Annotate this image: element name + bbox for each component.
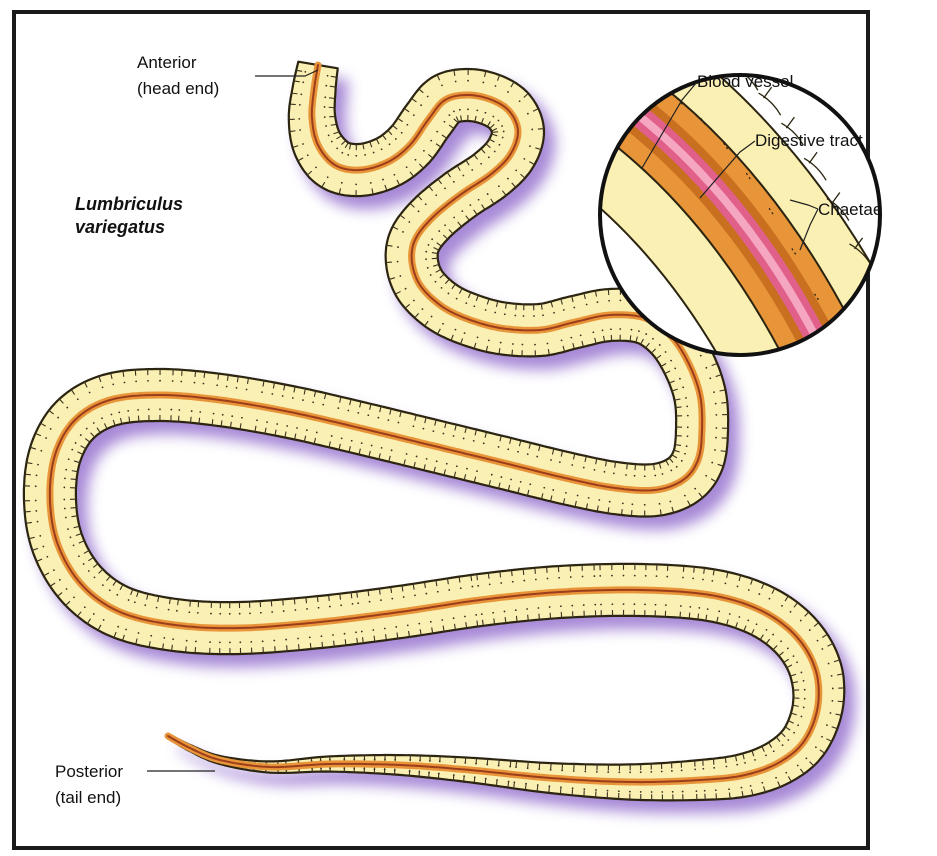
posterior-label: Posterior (tail end) bbox=[55, 762, 128, 807]
chaetae-label: Chaetae bbox=[818, 200, 882, 219]
digestive-tract-label: Digestive tract bbox=[755, 131, 863, 150]
species-name-genus: Lumbriculus bbox=[75, 194, 183, 214]
species-name: Lumbriculus variegatus bbox=[75, 194, 188, 237]
species-name-epithet: variegatus bbox=[75, 217, 165, 237]
blood-vessel-label: Blood vessel bbox=[697, 72, 793, 91]
anterior-label: Anterior (head end) bbox=[137, 53, 219, 98]
anterior-label-line2: (head end) bbox=[137, 79, 219, 98]
posterior-label-line2: (tail end) bbox=[55, 788, 121, 807]
anterior-label-line1: Anterior bbox=[137, 53, 197, 72]
posterior-label-line1: Posterior bbox=[55, 762, 123, 781]
